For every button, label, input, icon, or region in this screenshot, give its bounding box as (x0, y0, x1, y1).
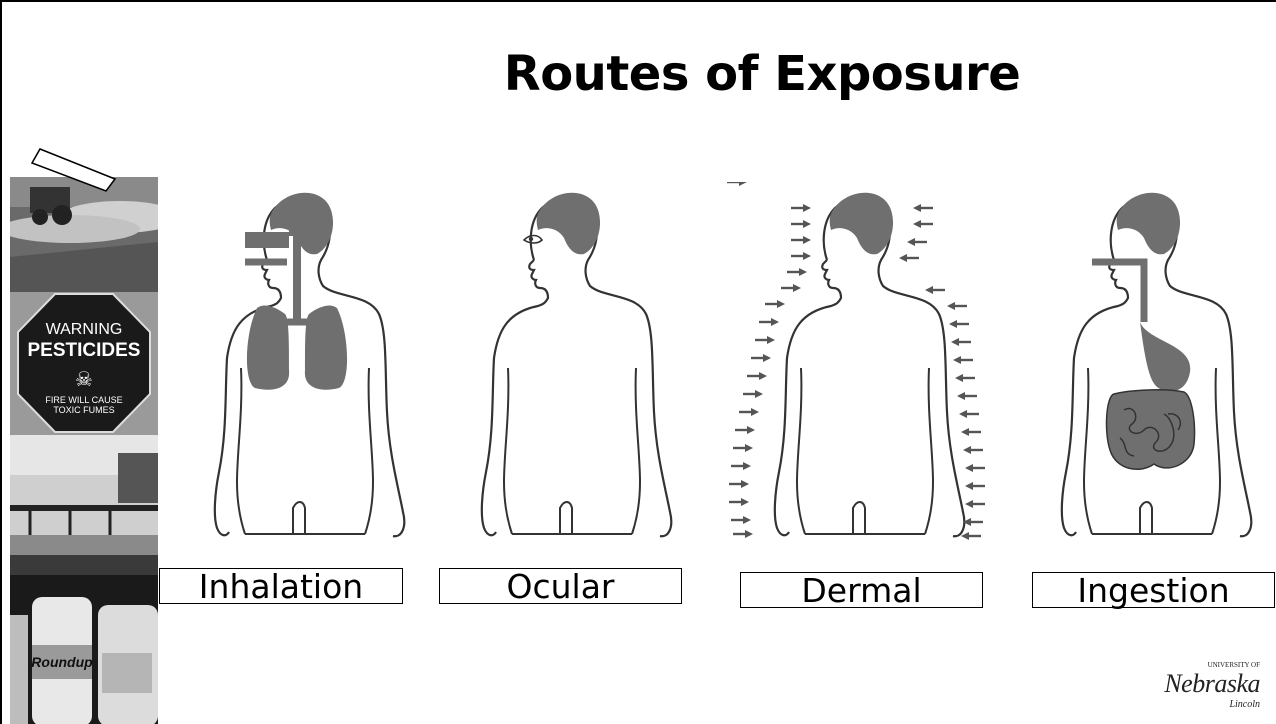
inhalation-figure (197, 182, 427, 562)
label-inhalation: Inhalation (159, 568, 403, 604)
left-lung (247, 306, 289, 390)
ocular-figure (464, 182, 694, 562)
sign-warning-text: WARNING (46, 321, 123, 338)
label-ingestion: Ingestion (1032, 572, 1275, 608)
right-lung (305, 306, 347, 390)
herbicide-bottles-photo: Roundup (10, 575, 158, 724)
trachea (289, 232, 297, 322)
sign-fumes-text: TOXIC FUMES (53, 405, 114, 415)
label-dermal: Dermal (740, 572, 983, 608)
sign-fire-text: FIRE WILL CAUSE (45, 395, 122, 405)
logo-name-text: Nebraska (1164, 669, 1260, 699)
sign-pesticides-text: PESTICIDES (28, 340, 141, 361)
ingestion-figure (1044, 182, 1274, 562)
label-ocular: Ocular (439, 568, 682, 604)
nasal-cavity (245, 232, 289, 248)
tractor-spraying-photo (10, 147, 158, 292)
intestines (1107, 390, 1195, 469)
logo-sub-text: Lincoln (1164, 699, 1260, 710)
dermal-figure (727, 182, 997, 562)
warning-sign-photo: WARNING PESTICIDES ☠ FIRE WILL CAUSE TOX… (10, 292, 158, 435)
university-logo: UNIVERSITY OF Nebraska Lincoln (1164, 661, 1260, 710)
dermal-arrows (727, 182, 747, 186)
logo-top-text: UNIVERSITY OF (1164, 661, 1260, 669)
stomach (1140, 322, 1190, 391)
boom-sprayer-photo (10, 435, 158, 575)
bottle-brand-text: Roundup (31, 654, 93, 670)
skull-icon: ☠ (75, 369, 93, 391)
slide-title: Routes of Exposure (472, 46, 1052, 102)
